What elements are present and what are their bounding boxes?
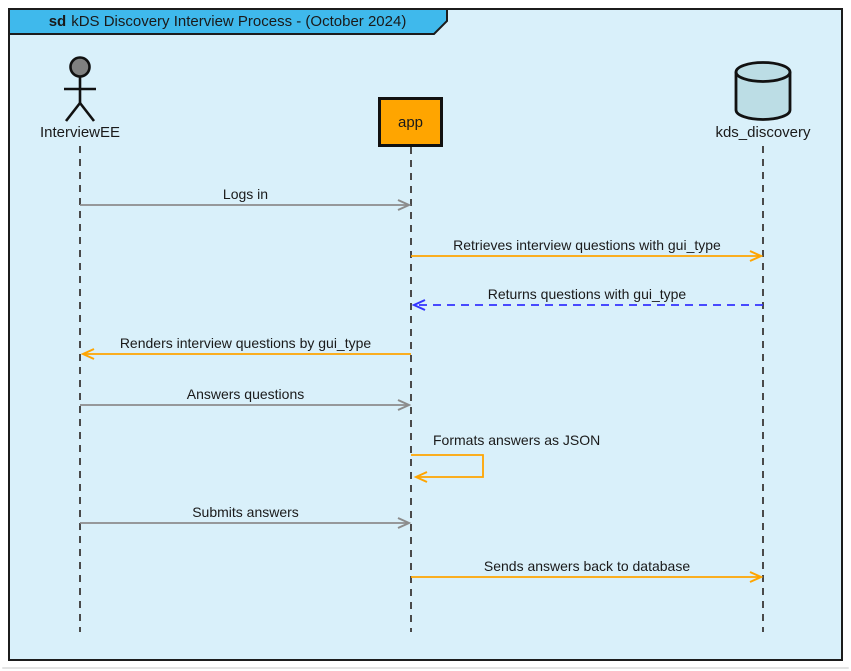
message-label-retrieves-questions: Retrieves interview questions with gui_t… [453, 237, 721, 253]
participant-label-app: app [397, 113, 424, 131]
participant-label-interviewee: InterviewEE [39, 124, 121, 141]
message-label-renders-questions: Renders interview questions by gui_type [119, 335, 372, 351]
message-label-submits-answers: Submits answers [192, 504, 299, 520]
actor-head [69, 56, 91, 78]
message-arrow-formats-json-self-loop [411, 454, 484, 483]
window-edge-divider [2, 667, 849, 669]
message-label-sends-answers: Sends answers back to database [483, 558, 691, 574]
frame-title-keyword: sd [48, 13, 67, 30]
message-label-answers-questions: Answers questions [186, 386, 305, 402]
participant-label-kds-discovery: kds_discovery [715, 124, 811, 141]
participant-app-box: app [378, 97, 443, 147]
actor-icon [64, 56, 96, 122]
message-label-logs-in: Logs in [222, 186, 269, 202]
database-icon [734, 61, 792, 121]
frame-title-text: kDS Discovery Interview Process - (Octob… [71, 13, 407, 30]
frame-title-tab [8, 8, 448, 35]
message-label-returns-questions: Returns questions with gui_type [487, 286, 687, 302]
message-label-formats-json: Formats answers as JSON [433, 432, 601, 448]
